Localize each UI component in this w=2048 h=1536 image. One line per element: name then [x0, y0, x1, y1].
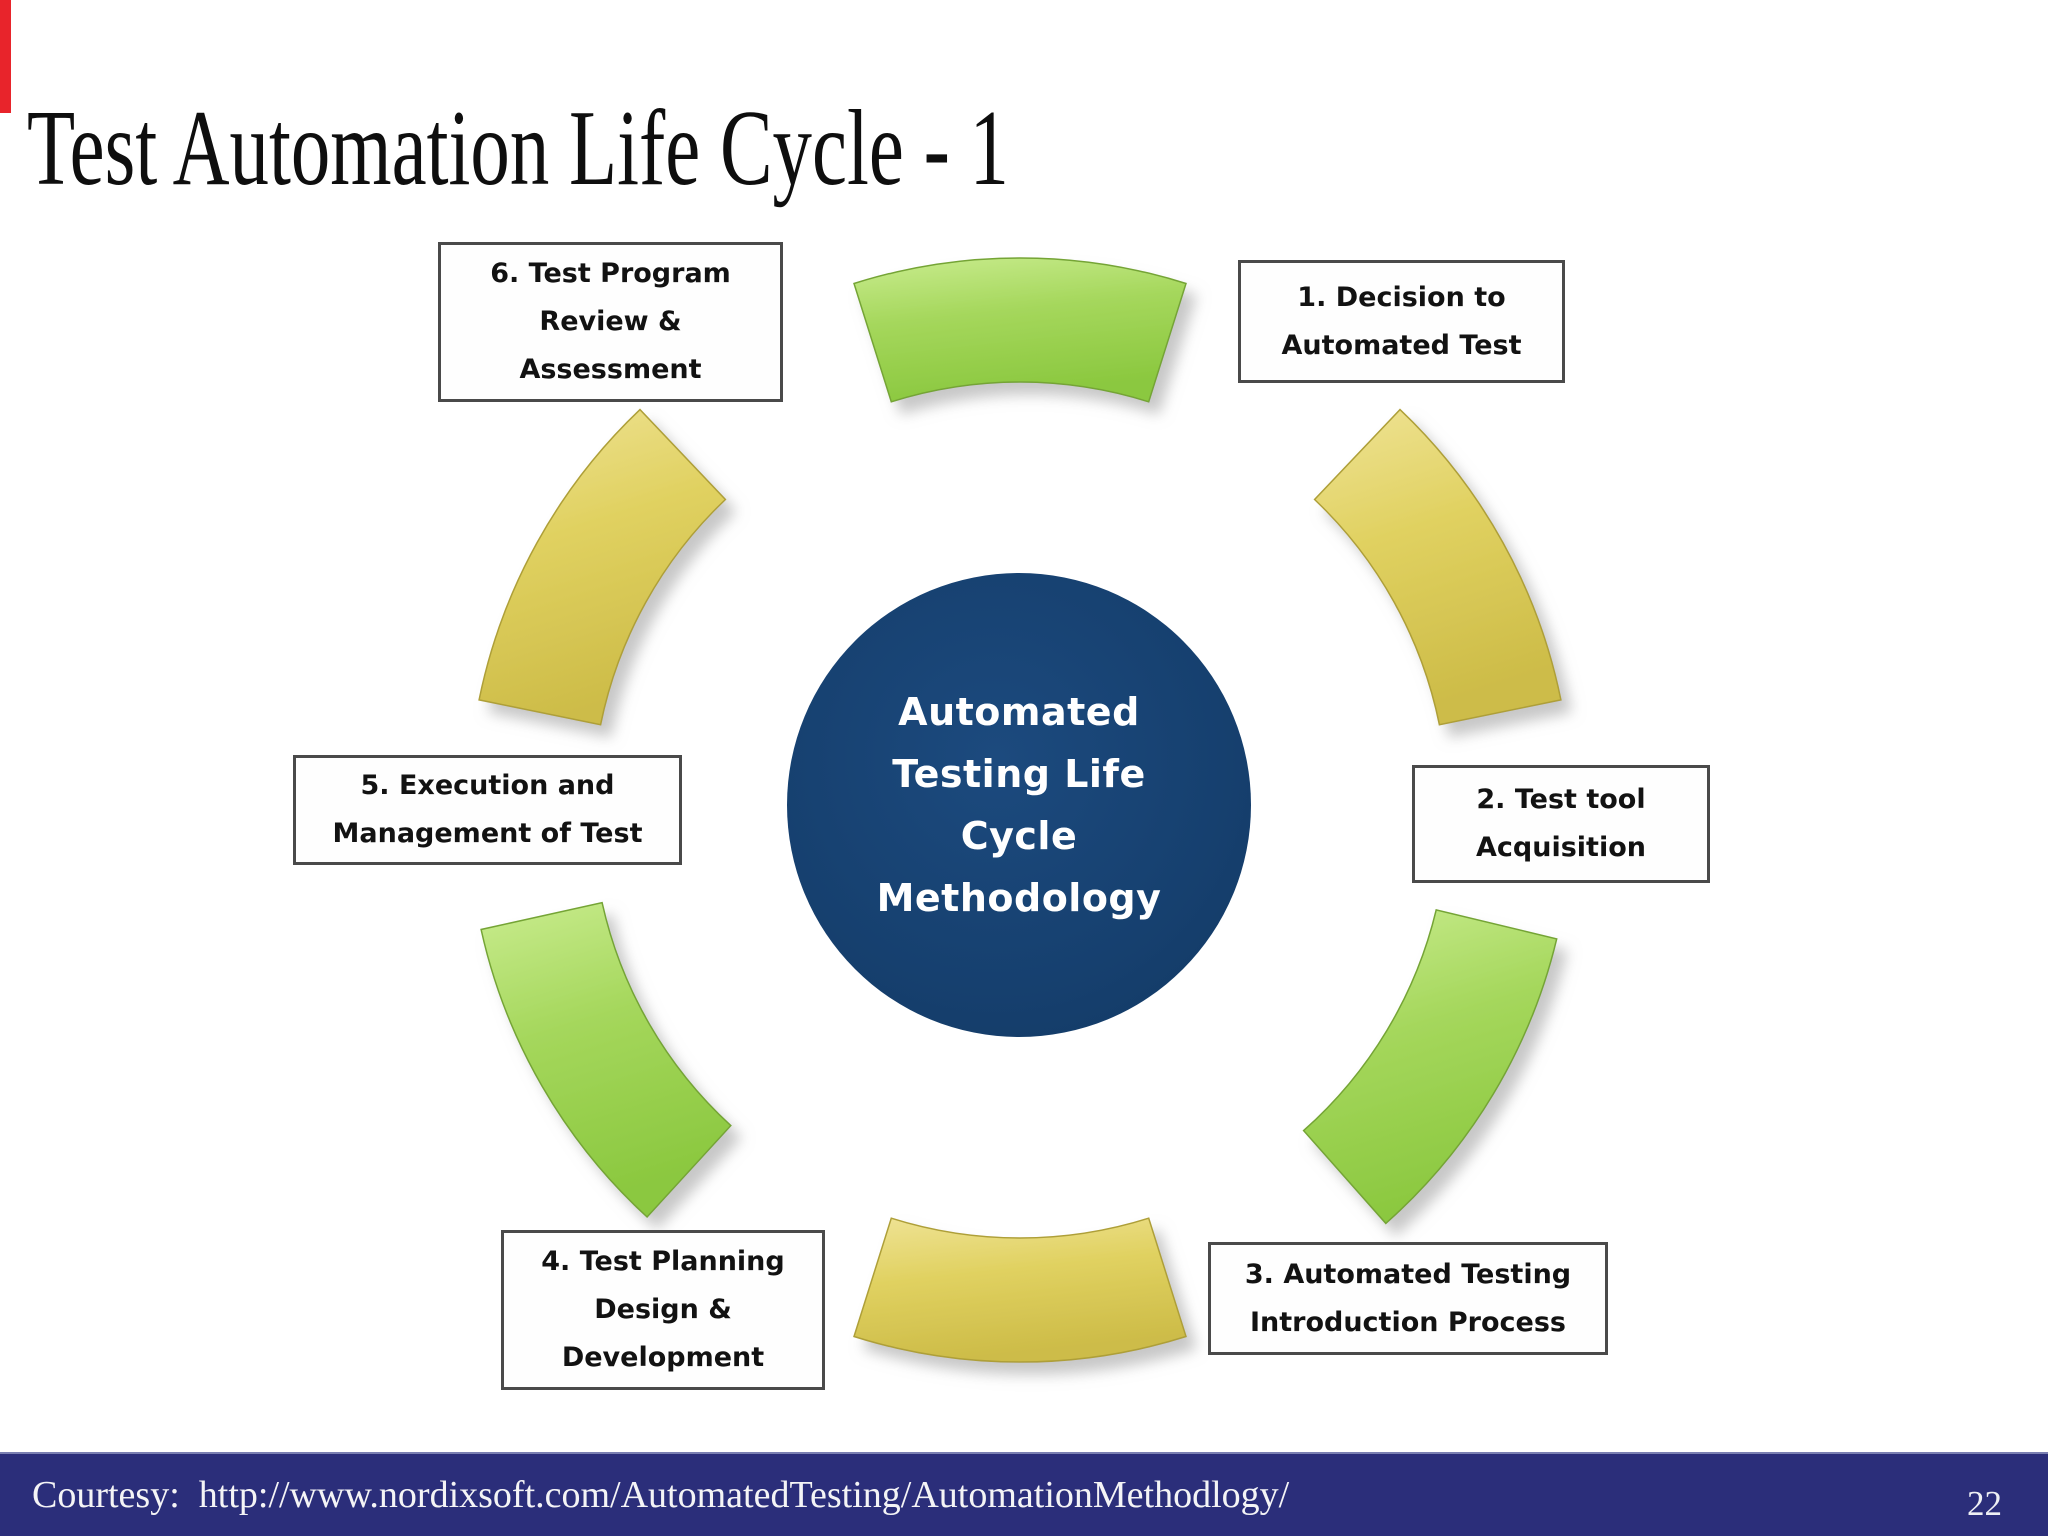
page-number: 22: [1967, 1484, 2002, 1523]
hub-line: Methodology: [876, 876, 1162, 920]
stage-label-line: Automated Test: [1281, 329, 1522, 361]
arc-segment-lower-right: [1302, 908, 1558, 1225]
arc-segment-top: [853, 257, 1187, 403]
stage-label-line: Introduction Process: [1249, 1306, 1567, 1338]
stage-box-4-test-planning-design-development: 4. Test Planning Design & Development: [501, 1230, 825, 1390]
hub-line: Cycle: [960, 814, 1078, 858]
arc-segment-bottom: [853, 1217, 1187, 1363]
stage-box-6-test-program-review-assessment: 6. Test Program Review & Assessment: [438, 242, 783, 402]
arc-segment-lower-left: [480, 901, 732, 1219]
arc-segment-upper-right: [1313, 408, 1562, 726]
cycle-hub-text: Automated Testing Life Cycle Methodology: [877, 681, 1162, 929]
stage-label-line: 4. Test Planning: [541, 1246, 785, 1277]
courtesy-text: Courtesy: http://www.nordixsoft.com/Auto…: [32, 1474, 1290, 1516]
slide-title: Test Automation Life Cycle - 1: [27, 89, 1009, 209]
stage-label-line: 2. Test tool: [1476, 784, 1646, 815]
footer-bar: Courtesy: http://www.nordixsoft.com/Auto…: [0, 1452, 2048, 1536]
red-accent-bar: [0, 0, 11, 113]
stage-label-line: Acquisition: [1476, 832, 1646, 863]
cycle-hub-circle: Automated Testing Life Cycle Methodology: [787, 573, 1251, 1037]
stage-box-5-execution-and-management-of-test: 5. Execution and Management of Test: [293, 755, 682, 865]
stage-label-line: Design &: [594, 1294, 732, 1325]
hub-line: Automated: [898, 690, 1140, 734]
stage-label-line: 5. Execution and: [360, 770, 615, 801]
stage-label-line: Development: [561, 1342, 765, 1373]
stage-box-3-automated-testing-introduction-process: 3. Automated Testing Introduction Proces…: [1208, 1242, 1608, 1355]
stage-box-2-test-tool-acquisition: 2. Test tool Acquisition: [1412, 765, 1710, 883]
stage-label-line: 1. Decision to: [1297, 281, 1506, 313]
hub-line: Testing Life: [892, 752, 1146, 796]
arc-segment-upper-left: [478, 408, 727, 726]
stage-label-line: 6. Test Program: [490, 258, 731, 289]
stage-box-1-decision-to-automated-test: 1. Decision to Automated Test: [1238, 260, 1565, 383]
stage-label-line: Review &: [539, 306, 682, 337]
stage-label-line: 3. Automated Testing: [1244, 1258, 1572, 1290]
stage-label-line: Management of Test: [332, 818, 643, 849]
stage-label-line: Assessment: [519, 354, 702, 385]
